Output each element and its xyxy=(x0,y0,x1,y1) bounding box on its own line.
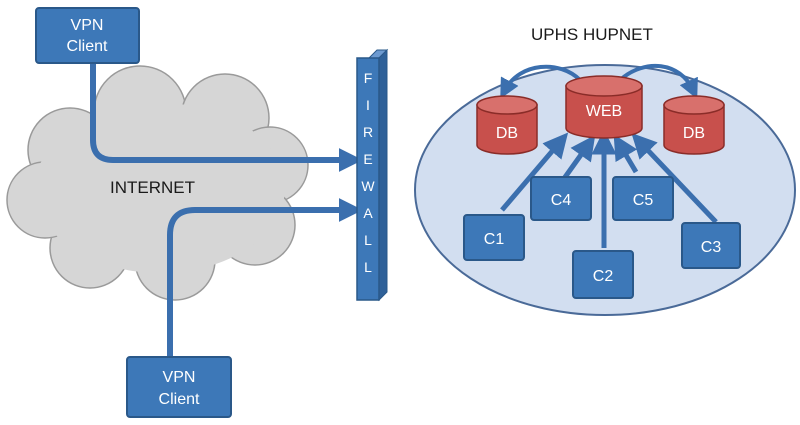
vpn-client-top-line1: VPN xyxy=(71,17,104,34)
client-c5-box[interactable]: C5 xyxy=(612,176,674,221)
web-to-db-left-arrow xyxy=(500,64,582,99)
web-server-cylinder[interactable]: WEB xyxy=(565,75,643,139)
vpn-client-bottom-line2: Client xyxy=(159,391,200,408)
client-c2-label: C2 xyxy=(593,268,614,285)
client-c1-label: C1 xyxy=(484,231,505,248)
vpn-client-bottom-box[interactable]: VPN Client xyxy=(126,356,232,418)
db-right-label: DB xyxy=(683,125,705,142)
firewall-letter: A xyxy=(363,205,373,221)
network-title: UPHS HUPNET xyxy=(531,25,653,44)
firewall-letter: F xyxy=(364,70,373,86)
db-right-cylinder[interactable]: DB xyxy=(663,95,725,155)
firewall-letter: E xyxy=(363,151,372,167)
vpn-client-top-line2: Client xyxy=(67,38,108,55)
firewall-letter: W xyxy=(361,178,375,194)
vpn-client-top-box[interactable]: VPN Client xyxy=(35,7,140,64)
client-c3-label: C3 xyxy=(701,239,722,256)
firewall-letter: L xyxy=(364,259,372,275)
internet-cloud xyxy=(6,65,309,301)
vpn-top-connection-arrow xyxy=(90,62,363,172)
firewall-letter: R xyxy=(363,124,373,140)
client-c2-box[interactable]: C2 xyxy=(572,250,634,299)
client-c4-box[interactable]: C4 xyxy=(530,176,592,221)
web-to-db-right-arrow xyxy=(618,63,698,100)
client-arrows xyxy=(500,129,718,248)
firewall-letter: L xyxy=(364,232,372,248)
client-c3-box[interactable]: C3 xyxy=(681,222,741,269)
vpn-client-bottom-line1: VPN xyxy=(163,369,196,386)
db-left-label: DB xyxy=(496,125,518,142)
internet-label: INTERNET xyxy=(110,178,195,197)
firewall-letter: I xyxy=(366,97,370,113)
web-server-label: WEB xyxy=(586,103,622,120)
client-c1-box[interactable]: C1 xyxy=(463,214,525,261)
client-c5-label: C5 xyxy=(633,192,654,209)
vpn-bottom-connection-arrow xyxy=(167,198,363,358)
client-c4-label: C4 xyxy=(551,192,572,209)
db-left-cylinder[interactable]: DB xyxy=(476,95,538,155)
